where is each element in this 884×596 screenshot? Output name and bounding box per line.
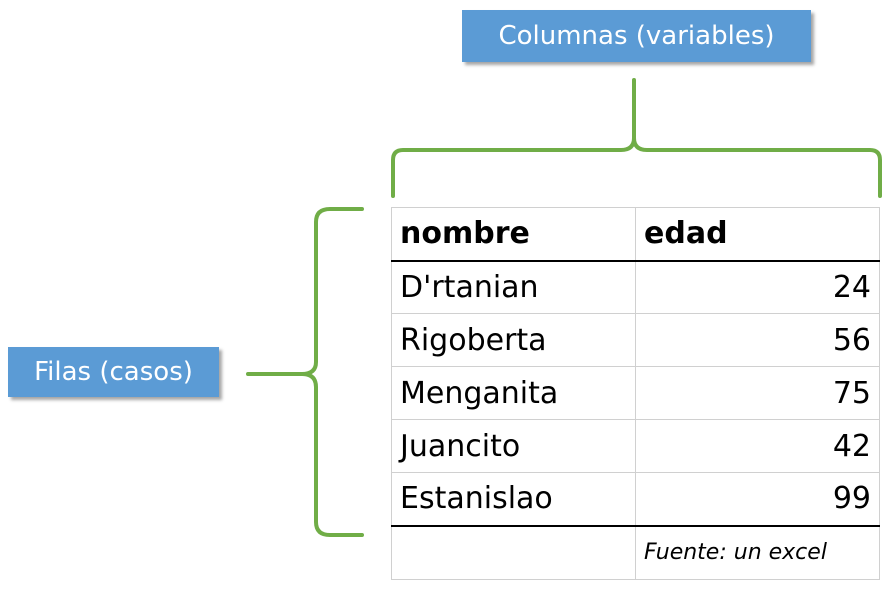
cell-nombre[interactable]: D'rtanian [391, 260, 636, 314]
rows-brace-path [246, 207, 364, 537]
cell-nombre[interactable]: Menganita [391, 366, 636, 420]
cell-edad[interactable]: 99 [635, 472, 880, 527]
table-row: Rigoberta 56 [391, 313, 880, 367]
cell-edad[interactable]: 42 [635, 419, 880, 473]
columns-brace-path [391, 78, 882, 198]
cell-nombre[interactable]: Estanislao [391, 472, 636, 527]
header-nombre[interactable]: nombre [391, 207, 636, 262]
table-row: Estanislao 99 [391, 472, 880, 527]
cell-edad[interactable]: 56 [635, 313, 880, 367]
cell-nombre[interactable]: Juancito [391, 419, 636, 473]
rows-label: Filas (casos) [8, 347, 219, 397]
columns-label: Columnas (variables) [462, 10, 811, 62]
source-note[interactable]: Fuente: un excel [635, 525, 880, 580]
data-table: nombre edad D'rtanian 24 Rigoberta 56 Me… [391, 207, 880, 580]
empty-cell[interactable] [391, 525, 636, 580]
table-row: Juancito 42 [391, 419, 880, 473]
table-row: Menganita 75 [391, 366, 880, 420]
table-header-row: nombre edad [391, 207, 880, 262]
table-note-row: Fuente: un excel [391, 525, 880, 580]
cell-edad[interactable]: 24 [635, 260, 880, 314]
cell-nombre[interactable]: Rigoberta [391, 313, 636, 367]
cell-edad[interactable]: 75 [635, 366, 880, 420]
table-row: D'rtanian 24 [391, 260, 880, 314]
header-edad[interactable]: edad [635, 207, 880, 262]
